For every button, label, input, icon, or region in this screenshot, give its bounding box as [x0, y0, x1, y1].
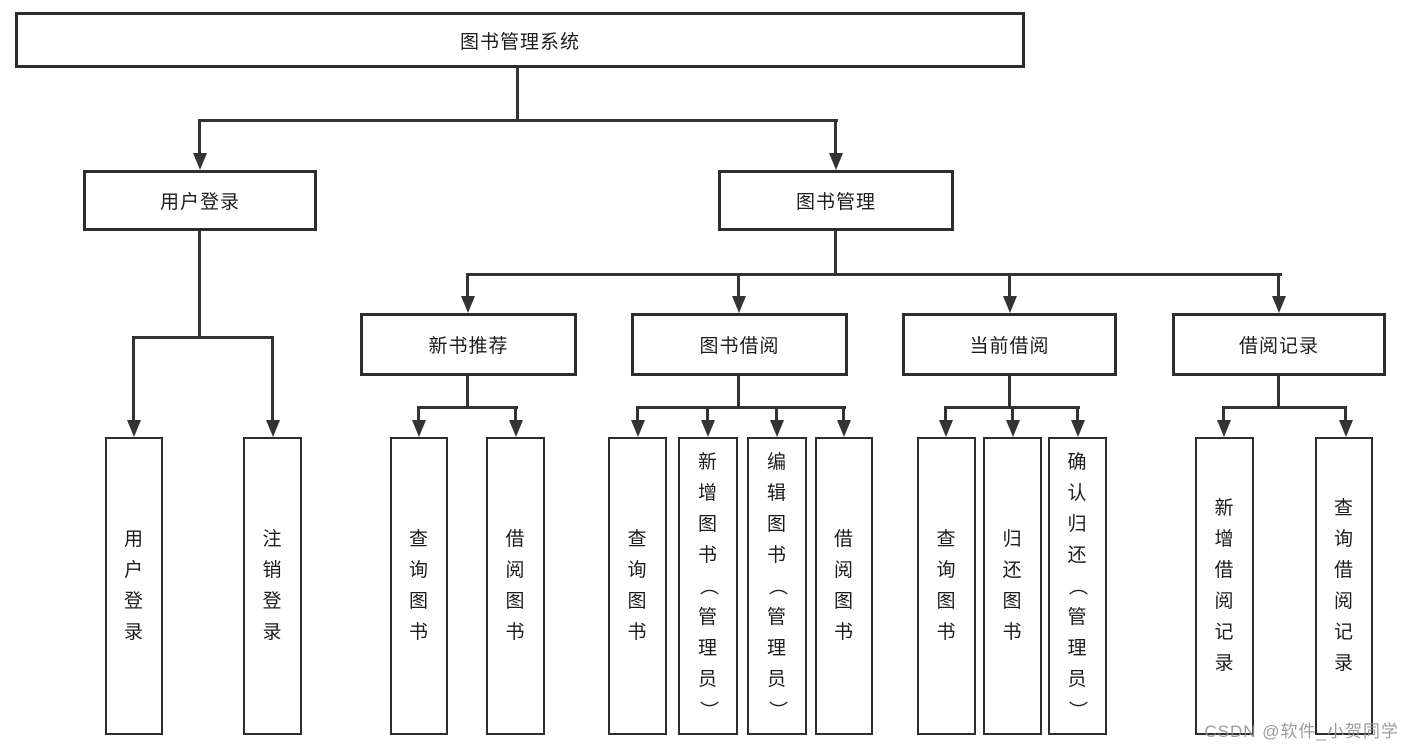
node-borrow-records-label: 借阅记录: [1238, 336, 1319, 357]
connector-bookmgmt-rail: [466, 273, 1282, 276]
leaf-borrow-books-recommend-label: 借阅图书: [505, 529, 526, 643]
node-current-borrow: 当前借阅: [902, 313, 1117, 376]
leaf-user-login: 用户登录: [105, 437, 163, 735]
arrow-down-icon: [509, 420, 523, 437]
arrow-down-icon: [770, 420, 784, 437]
node-root: 图书管理系统: [15, 12, 1025, 68]
arrow-down-icon: [1272, 296, 1286, 313]
node-root-label: 图书管理系统: [459, 31, 580, 53]
connector-borrow-drop-4: [842, 406, 845, 420]
leaf-user-login-label: 用户登录: [123, 529, 144, 643]
connector-bookmgmt-drop-2: [737, 273, 740, 296]
arrow-down-icon: [1003, 296, 1017, 313]
connector-newrec-drop-1: [417, 406, 420, 420]
leaf-add-book-admin-label: 新增图书（管理员）: [697, 451, 719, 721]
connector-newrec-rail: [417, 406, 518, 409]
connector-root-stem: [516, 68, 519, 120]
leaf-return-books: 归还图书: [983, 437, 1042, 735]
arrow-down-icon: [837, 420, 851, 437]
leaf-query-books-current-label: 查询图书: [936, 529, 957, 643]
leaf-query-books-borrow-label: 查询图书: [627, 529, 648, 643]
connector-root-rail: [198, 119, 838, 122]
arrow-down-icon: [127, 420, 141, 437]
leaf-confirm-return-admin: 确认归还（管理员）: [1048, 437, 1107, 735]
connector-current-drop-2: [1011, 406, 1014, 420]
leaf-add-book-admin: 新增图书（管理员）: [678, 437, 738, 735]
arrow-down-icon: [939, 420, 953, 437]
leaf-logout: 注销登录: [243, 437, 302, 735]
leaf-borrow-books-recommend: 借阅图书: [486, 437, 545, 735]
node-borrow-records: 借阅记录: [1172, 313, 1386, 376]
node-user-login-label: 用户登录: [159, 192, 240, 213]
arrow-down-icon: [701, 420, 715, 437]
connector-current-stem: [1008, 376, 1011, 406]
connector-borrow-drop-2: [706, 406, 709, 420]
connector-records-stem: [1277, 376, 1280, 406]
connector-current-drop-3: [1076, 406, 1079, 420]
connector-records-drop-1: [1222, 406, 1225, 420]
leaf-query-books-borrow: 查询图书: [608, 437, 667, 735]
connector-records-rail: [1222, 406, 1347, 409]
leaf-query-borrow-record: 查询借阅记录: [1315, 437, 1373, 735]
arrow-down-icon: [1071, 420, 1085, 437]
leaf-query-books-recommend-label: 查询图书: [408, 529, 429, 643]
arrow-down-icon: [1006, 420, 1020, 437]
connector-bookmgmt-drop-1: [466, 273, 469, 296]
connector-bookmgmt-drop-3: [1008, 273, 1011, 296]
connector-current-drop-1: [944, 406, 947, 420]
connector-userlogin-rail: [132, 336, 274, 339]
node-new-book-recommend: 新书推荐: [360, 313, 577, 376]
leaf-query-books-recommend: 查询图书: [390, 437, 448, 735]
connector-borrow-rail: [636, 406, 846, 409]
csdn-watermark: CSDN @软件_小贺同学: [1204, 722, 1399, 741]
leaf-edit-book-admin: 编辑图书（管理员）: [747, 437, 807, 735]
connector-borrow-drop-3: [775, 406, 778, 420]
connector-userlogin-drop-2: [271, 336, 274, 420]
leaf-add-borrow-record-label: 新增借阅记录: [1214, 498, 1235, 674]
connector-userlogin-drop-1: [132, 336, 135, 420]
arrow-down-icon: [1217, 420, 1231, 437]
node-book-borrow-label: 图书借阅: [699, 336, 780, 357]
leaf-borrow-books: 借阅图书: [815, 437, 873, 735]
node-user-login: 用户登录: [83, 170, 317, 231]
arrow-down-icon: [631, 420, 645, 437]
arrow-down-icon: [461, 296, 475, 313]
arrow-down-icon: [1339, 420, 1353, 437]
arrow-down-icon: [193, 153, 207, 170]
leaf-borrow-books-label: 借阅图书: [833, 529, 854, 643]
connector-root-drop-left: [198, 119, 201, 154]
connector-bookmgmt-drop-4: [1277, 273, 1280, 296]
connector-newrec-drop-2: [514, 406, 517, 420]
leaf-logout-label: 注销登录: [262, 529, 283, 643]
connector-newrec-stem: [466, 376, 469, 406]
node-book-borrow: 图书借阅: [631, 313, 848, 376]
leaf-query-books-current: 查询图书: [917, 437, 976, 735]
connector-bookmgmt-stem: [834, 231, 837, 273]
leaf-return-books-label: 归还图书: [1002, 529, 1023, 643]
node-new-book-recommend-label: 新书推荐: [428, 336, 509, 357]
connector-borrow-stem: [737, 376, 740, 406]
connector-root-drop-right: [834, 119, 837, 154]
leaf-confirm-return-admin-label: 确认归还（管理员）: [1066, 451, 1088, 721]
arrow-down-icon: [732, 296, 746, 313]
leaf-add-borrow-record: 新增借阅记录: [1195, 437, 1254, 735]
leaf-edit-book-admin-label: 编辑图书（管理员）: [766, 451, 788, 721]
arrow-down-icon: [412, 420, 426, 437]
arrow-down-icon: [829, 153, 843, 170]
node-book-management: 图书管理: [718, 170, 954, 231]
node-current-borrow-label: 当前借阅: [969, 336, 1050, 357]
leaf-query-borrow-record-label: 查询借阅记录: [1333, 498, 1354, 674]
connector-userlogin-stem: [198, 231, 201, 336]
connector-records-drop-2: [1344, 406, 1347, 420]
connector-borrow-drop-1: [636, 406, 639, 420]
node-book-management-label: 图书管理: [795, 192, 876, 213]
arrow-down-icon: [266, 420, 280, 437]
